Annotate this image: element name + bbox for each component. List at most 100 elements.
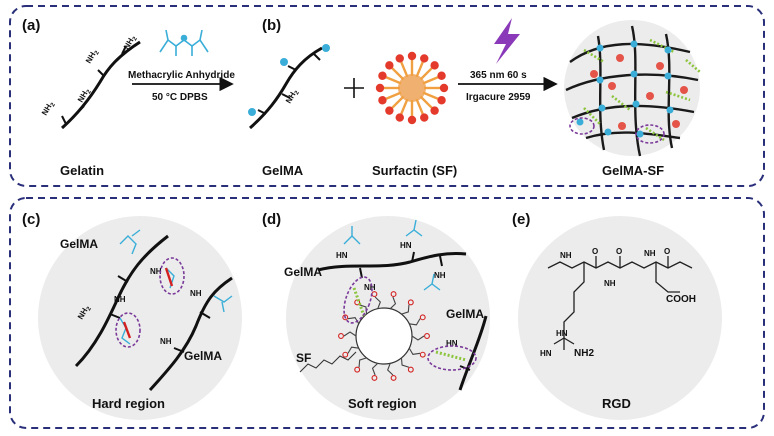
micelle-tail: [415, 98, 424, 115]
svg-text:O: O: [616, 247, 622, 256]
peptide-branch: [411, 335, 425, 341]
micelle-head: [420, 54, 429, 63]
peptide-branch: [358, 304, 368, 315]
carbonyl-oxygen: [371, 374, 378, 381]
svg-text:NH2: NH2: [76, 86, 93, 105]
svg-text:NH: NH: [114, 295, 126, 304]
micelle-head: [385, 61, 394, 70]
svg-text:NH2: NH2: [40, 99, 57, 118]
micelle-tail: [415, 61, 424, 78]
gelatin-chain: NH2 NH2 NH2 NH2: [40, 36, 141, 130]
micelle-head: [378, 96, 387, 105]
carbonyl-oxygen: [390, 374, 397, 381]
svg-text:NH: NH: [604, 279, 616, 288]
svg-text:O: O: [664, 247, 670, 256]
d-gelma-label-1: GelMA: [284, 265, 322, 279]
micelle-head: [395, 54, 404, 63]
conditions-label: 50 °C DPBS: [152, 92, 208, 103]
bottom-panel-border: [9, 197, 765, 429]
peptide-branch: [400, 357, 410, 368]
initiator-label: Irgacure 2959: [466, 92, 531, 103]
caption-gelatin: Gelatin: [60, 163, 104, 178]
caption-surfactin: Surfactin (SF): [372, 163, 457, 178]
svg-text:NH2: NH2: [284, 87, 301, 106]
micelle-head: [395, 113, 404, 122]
c-gelma-label-2: GelMA: [184, 349, 222, 363]
micelle-head: [437, 96, 446, 105]
d-sf-label: SF: [296, 351, 311, 365]
micelle-tail: [385, 76, 402, 85]
micelle-head: [407, 115, 417, 125]
panel-label-c: (c): [22, 211, 40, 228]
e-cooh-label: COOH: [666, 294, 696, 305]
svg-text:HN: HN: [446, 339, 458, 348]
svg-text:HN: HN: [336, 251, 348, 260]
micelle-head: [378, 71, 387, 80]
svg-text:NH: NH: [190, 289, 202, 298]
svg-text:HN: HN: [400, 241, 412, 250]
caption-hard-region: Hard region: [92, 396, 165, 411]
soft-region: HN NH HN NH HN: [286, 216, 490, 420]
peptide-branch: [389, 296, 397, 310]
light-label: 365 nm 60 s: [470, 70, 527, 81]
panel-label-e: (e): [512, 211, 530, 228]
svg-text:NH: NH: [364, 283, 376, 292]
panel-label-d: (d): [262, 211, 281, 228]
caption-gelma: GelMA: [262, 163, 304, 178]
micelle-tail: [400, 61, 409, 78]
carbonyl-oxygen: [342, 314, 349, 321]
peptide-branch: [371, 362, 379, 376]
carbonyl-oxygen: [424, 333, 430, 339]
micelle-head: [437, 71, 446, 80]
caption-gelma-sf: GelMA-SF: [602, 163, 664, 178]
hard-region: NH2 NH NH NH NH: [38, 216, 242, 420]
svg-text:NH: NH: [160, 337, 172, 346]
micelle-head: [439, 83, 449, 93]
peptide-branch: [374, 296, 381, 309]
panel-label-b: (b): [262, 17, 281, 34]
gelma-chain: NH2: [248, 44, 330, 130]
carbonyl-oxygen: [407, 299, 414, 306]
peptide-branch: [347, 346, 359, 354]
surfactin-micelle: [375, 51, 449, 125]
micelle-tail: [391, 95, 405, 109]
svg-text:NH: NH: [150, 267, 162, 276]
methacrylic-anhydride-structure: [159, 29, 209, 56]
carbonyl-oxygen: [419, 314, 426, 321]
carbonyl-oxygen: [338, 333, 344, 339]
svg-text:HN: HN: [556, 329, 568, 338]
micelle-head: [407, 51, 417, 61]
micelle-tail: [419, 67, 433, 81]
caption-soft-region: Soft region: [348, 396, 417, 411]
caption-rgd: RGD: [602, 396, 631, 411]
micelle-tail: [391, 67, 405, 81]
micelle-tail: [385, 91, 402, 100]
micelle-tail: [422, 76, 439, 85]
carbonyl-oxygen: [407, 366, 414, 373]
svg-text:NH2: NH2: [84, 47, 101, 66]
micelle-head: [385, 106, 394, 115]
panel-label-a: (a): [22, 17, 40, 34]
rgd-structure: NH NH NH O O O HN HN: [518, 216, 722, 420]
carbonyl-oxygen: [390, 291, 397, 298]
carbonyl-oxygen: [342, 351, 349, 358]
micelle-head: [375, 83, 385, 93]
gelma-sf-network: [564, 20, 701, 157]
peptide-branch: [401, 304, 410, 315]
peptide-branch: [387, 363, 394, 376]
top-panel-border: [9, 5, 765, 187]
micelle-head: [430, 61, 439, 70]
peptide-branch: [409, 318, 421, 326]
c-gelma-label-1: GelMA: [60, 237, 98, 251]
micelle-tail: [419, 95, 433, 109]
svg-text:HN: HN: [540, 349, 552, 358]
e-nh2-label: NH2: [574, 348, 594, 359]
micelle-head: [420, 113, 429, 122]
micelle-head: [430, 106, 439, 115]
peptide-branch: [358, 357, 367, 368]
reagent-label: Methacrylic Anhydride: [128, 70, 235, 81]
lightning-icon: [494, 18, 520, 64]
svg-text:NH: NH: [434, 271, 446, 280]
peptide-branch: [408, 347, 421, 355]
